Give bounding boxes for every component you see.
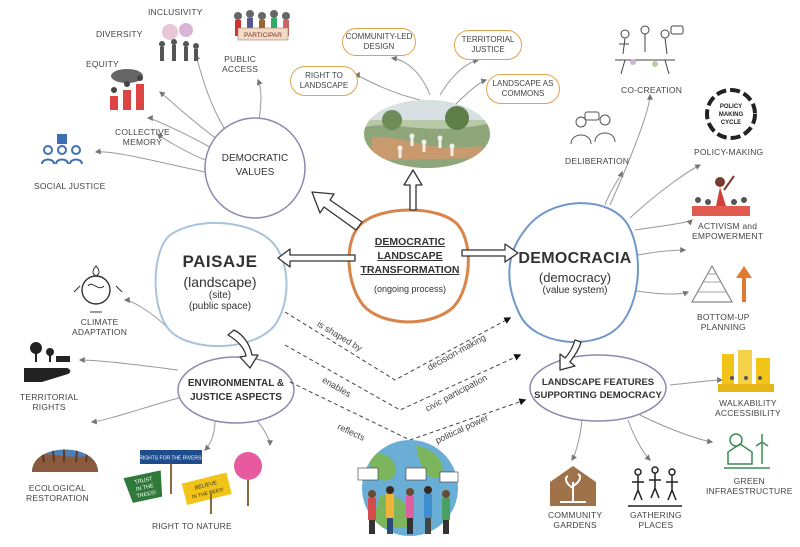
svg-text:IN THE: IN THE bbox=[136, 483, 155, 493]
features-connectors bbox=[571, 377, 724, 462]
svg-text:TRUST: TRUST bbox=[134, 476, 154, 486]
values-node-ring bbox=[204, 117, 306, 219]
walkability-icon bbox=[718, 350, 774, 392]
territorial-rights-icon bbox=[24, 342, 71, 382]
public-access-icon: PARTICIPAR bbox=[234, 10, 290, 41]
democracia-line2: (value system) bbox=[542, 285, 608, 296]
ecological-restoration-icon bbox=[32, 449, 98, 472]
inclusivity-icon bbox=[159, 23, 199, 61]
paisaje-title: PAISAJE bbox=[182, 252, 258, 271]
svg-text:POLICY: POLICY bbox=[720, 104, 742, 110]
center-subtitle: (ongoing process) bbox=[373, 283, 447, 294]
svg-text:CYCLE: CYCLE bbox=[721, 120, 741, 126]
center-node: DEMOCRATIC LANDSCAPE TRANSFORMATION (ong… bbox=[360, 235, 460, 294]
landscape-photo bbox=[364, 100, 490, 168]
label-co-creation: CO-CREATION bbox=[621, 85, 683, 95]
paisaje-line3: (public space) bbox=[188, 301, 252, 312]
label-inclusivity: INCLUSIVITY bbox=[148, 7, 203, 17]
democracia-line1: (democracy) bbox=[538, 270, 612, 285]
right-to-nature-icon: RIGHTS FOR THE RIVERS! TRUST IN THE TREE… bbox=[123, 450, 262, 514]
bottom-up-icon bbox=[690, 264, 752, 303]
features-node: LANDSCAPE FEATURES SUPPORTING DEMOCRACY bbox=[534, 377, 662, 401]
values-node: DEMOCRATIC VALUES bbox=[221, 153, 289, 178]
features-node-ring bbox=[529, 354, 667, 422]
paisaje-line2: (site) bbox=[208, 290, 232, 301]
svg-text:MAKING: MAKING bbox=[719, 112, 744, 118]
svg-text:TREES!: TREES! bbox=[136, 490, 157, 500]
democracy-connectors bbox=[604, 93, 702, 297]
arrow-to-features bbox=[559, 339, 582, 371]
environment-node-ring bbox=[177, 356, 295, 424]
main-arrows bbox=[227, 169, 582, 371]
green-infrastructure-icon bbox=[724, 433, 770, 469]
svg-text:RIGHTS FOR THE RIVERS!: RIGHTS FOR THE RIVERS! bbox=[139, 456, 203, 462]
label-policy-making: POLICY-MAKING bbox=[694, 147, 764, 157]
paisaje-line1: (landscape) bbox=[183, 274, 257, 290]
gathering-places-icon bbox=[628, 466, 682, 507]
deliberation-icon bbox=[570, 111, 616, 145]
arrow-to-values bbox=[311, 191, 363, 231]
paisaje-node-ring bbox=[154, 221, 288, 348]
social-justice-icon bbox=[41, 134, 83, 165]
co-creation-icon bbox=[615, 25, 684, 75]
community-gardens-icon bbox=[550, 466, 596, 506]
label-social-justice: SOCIAL JUSTICE bbox=[34, 181, 106, 191]
center-node-ring bbox=[347, 208, 470, 324]
label-deliberation: DELIBERATION bbox=[565, 156, 630, 166]
paisaje-node: PAISAJE (landscape) (site) (public space… bbox=[165, 252, 275, 312]
center-title: DEMOCRATIC LANDSCAPE TRANSFORMATION bbox=[360, 236, 460, 277]
arrow-to-paisaje bbox=[277, 248, 356, 268]
arrow-to-democracia bbox=[461, 243, 519, 263]
svg-text:BELIEVE: BELIEVE bbox=[194, 480, 218, 491]
democracia-node: DEMOCRACIA (democracy) (value system) bbox=[515, 250, 635, 296]
climate-adaptation-icon bbox=[73, 265, 123, 313]
policy-cycle-icon: POLICY MAKING CYCLE bbox=[705, 88, 757, 140]
label-diversity: DIVERSITY bbox=[96, 29, 143, 39]
democracia-title: DEMOCRACIA bbox=[518, 250, 632, 267]
activism-icon bbox=[692, 175, 750, 216]
earth-protest-icon bbox=[357, 440, 459, 536]
label-right-to-nature: RIGHT TO NATURE bbox=[152, 521, 232, 531]
participar-sign: PARTICIPAR bbox=[244, 32, 282, 39]
arrow-to-photo bbox=[403, 169, 423, 211]
arrow-to-environment bbox=[227, 329, 259, 369]
democracia-node-ring bbox=[508, 202, 639, 343]
environment-node: ENVIRONMENTAL & JUSTICE ASPECTS bbox=[187, 378, 285, 403]
label-equity: EQUITY bbox=[86, 59, 119, 69]
equity-icon bbox=[110, 69, 144, 110]
